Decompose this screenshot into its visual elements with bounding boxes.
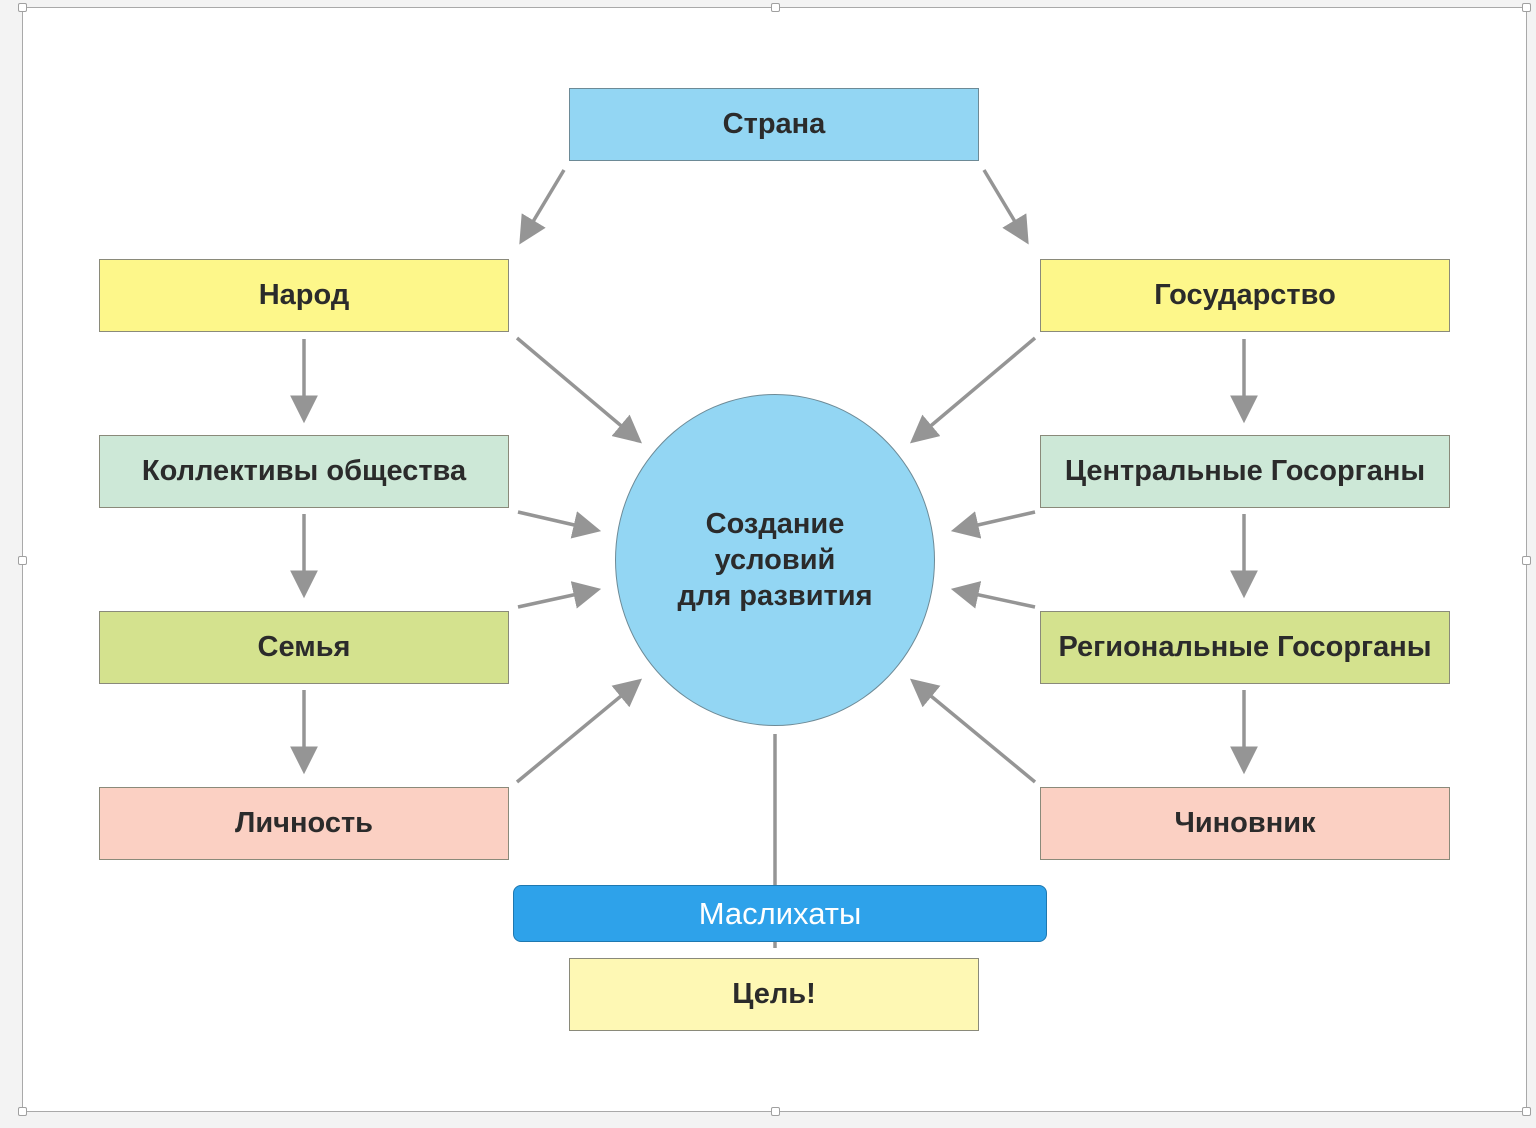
node-central-gov-bodies-label: Центральные Госорганы <box>1064 455 1426 487</box>
node-official-label: Чиновник <box>1174 807 1316 839</box>
resize-handle-top-right[interactable] <box>1522 3 1531 12</box>
arrow-regional-to-center <box>950 581 1036 609</box>
resize-handle-middle-right[interactable] <box>1522 556 1531 565</box>
node-family-label: Семья <box>257 631 351 663</box>
node-person-label: Личность <box>234 807 374 839</box>
node-regional-gov-bodies-label: Региональные Госорганы <box>1058 631 1432 663</box>
resize-handle-top-left[interactable] <box>18 3 27 12</box>
arrow-people-to-center <box>515 336 643 444</box>
node-people-label: Народ <box>258 279 350 311</box>
maslikhaty-label: Маслихаты <box>698 895 862 931</box>
arrow-central-to-center <box>950 510 1036 539</box>
arrow-family-to-center <box>517 581 602 609</box>
node-goal-label: Цель! <box>732 978 816 1010</box>
node-goal[interactable]: Цель! <box>569 958 979 1031</box>
node-country[interactable]: Страна <box>569 88 979 161</box>
node-family[interactable]: Семья <box>99 611 509 684</box>
resize-handle-bottom-center[interactable] <box>771 1107 780 1116</box>
node-society-collectives[interactable]: Коллективы общества <box>99 435 509 508</box>
resize-handle-top-center[interactable] <box>771 3 780 12</box>
node-society-collectives-label: Коллективы общества <box>141 455 467 487</box>
arrow-country-to-people <box>519 169 566 245</box>
node-creating-conditions[interactable]: Создание условий для развития <box>615 394 935 726</box>
node-state-label: Государство <box>1154 279 1336 311</box>
arrow-collectives-to-center <box>517 510 602 539</box>
center-line-2: условий <box>714 544 836 576</box>
arrow-official-to-center <box>909 678 1037 784</box>
arrow-person-to-center <box>515 678 643 784</box>
node-official[interactable]: Чиновник <box>1040 787 1450 860</box>
center-line-3: для развития <box>677 580 873 612</box>
arrow-country-to-state <box>982 169 1029 245</box>
node-people[interactable]: Народ <box>99 259 509 332</box>
maslikhaty-label-box[interactable]: Маслихаты <box>513 885 1047 942</box>
node-central-gov-bodies[interactable]: Центральные Госорганы <box>1040 435 1450 508</box>
node-regional-gov-bodies[interactable]: Региональные Госорганы <box>1040 611 1450 684</box>
center-line-1: Создание <box>705 508 845 540</box>
node-state[interactable]: Государство <box>1040 259 1450 332</box>
resize-handle-middle-left[interactable] <box>18 556 27 565</box>
arrow-state-to-center <box>909 336 1037 444</box>
node-person[interactable]: Личность <box>99 787 509 860</box>
resize-handle-bottom-right[interactable] <box>1522 1107 1531 1116</box>
resize-handle-bottom-left[interactable] <box>18 1107 27 1116</box>
node-country-label: Страна <box>722 108 826 140</box>
